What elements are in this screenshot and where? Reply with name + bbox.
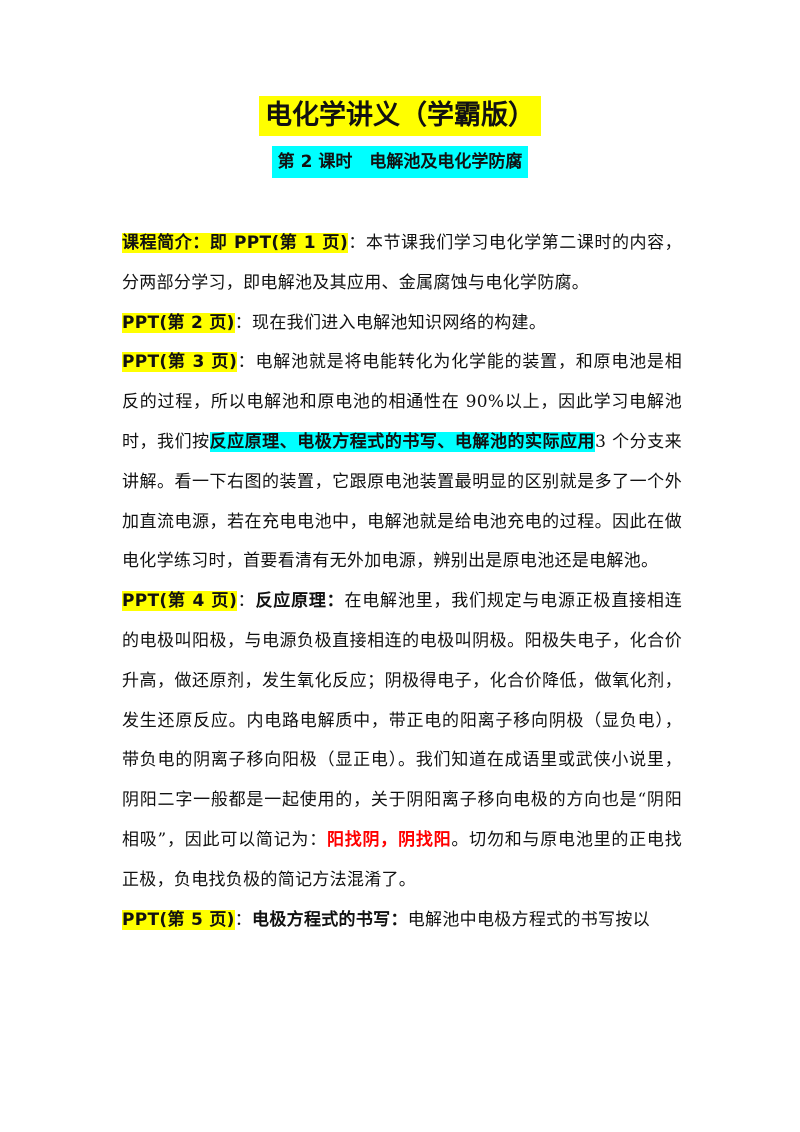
paragraph-intro: 课程简介：即 PPT(第 1 页)：本节课我们学习电化学第二课时的内容，分两部分…	[122, 224, 682, 304]
paragraph-ppt2: PPT(第 2 页)：现在我们进入电解池知识网络的构建。	[122, 304, 682, 344]
document-title: 电化学讲义（学霸版）	[0, 96, 800, 136]
paragraph-ppt3: PPT(第 3 页)：电解池就是将电能转化为化学能的装置，和原电池是相反的过程，…	[122, 343, 682, 582]
subtitle-text: 第 2 课时 电解池及电化学防腐	[271, 146, 529, 178]
label-separator: ：	[237, 591, 256, 612]
paragraph-label: PPT(第 5 页)	[122, 909, 235, 930]
bold-heading: 电极方程式的书写：	[252, 909, 408, 930]
paragraph-text: 本节课我们学习电化学第二课时的内容，分两部分学习，即电解池及其应用、金属腐蚀与电…	[122, 233, 682, 293]
paragraph-text-continued: 3 个分支来讲解。看一下右图的装置，它跟原电池装置最明显的区别就是多了一个外加直…	[122, 431, 682, 572]
label-separator: ：	[237, 352, 256, 373]
highlighted-phrase: 反应原理、电极方程式的书写、电解池的实际应用	[209, 431, 596, 452]
paragraph-label: PPT(第 4 页)	[122, 591, 238, 612]
document-body: 课程简介：即 PPT(第 1 页)：本节课我们学习电化学第二课时的内容，分两部分…	[122, 224, 682, 940]
paragraph-text: 在电解池里，我们规定与电源正极直接相连的电极叫阳极，与电源负极直接相连的电极叫阴…	[122, 591, 683, 850]
paragraph-ppt4: PPT(第 4 页)：反应原理：在电解池里，我们规定与电源正极直接相连的电极叫阳…	[122, 582, 682, 900]
paragraph-text: 电解池中电极方程式的书写按以	[407, 909, 650, 930]
title-text: 电化学讲义（学霸版）	[259, 96, 541, 136]
paragraph-label: PPT(第 2 页)	[122, 312, 235, 333]
paragraph-text-continued: 。切勿和与原电池里的正电找正极，负电找负极的简记方法混淆了。	[122, 829, 682, 890]
label-separator: ：	[234, 909, 253, 930]
paragraph-label: PPT(第 3 页)	[122, 352, 238, 373]
red-mnemonic: 阳找阴，阴找阳	[326, 829, 452, 850]
paragraph-text: 现在我们进入电解池知识网络的构建。	[252, 312, 547, 333]
bold-heading: 反应原理：	[255, 591, 345, 612]
label-separator: ：	[234, 312, 253, 333]
document-subtitle: 第 2 课时 电解池及电化学防腐	[0, 146, 800, 178]
paragraph-ppt5: PPT(第 5 页)：电极方程式的书写：电解池中电极方程式的书写按以	[122, 901, 682, 941]
paragraph-label: 课程简介：即 PPT(第 1 页)	[122, 233, 349, 253]
label-separator: ：	[348, 233, 366, 253]
paragraph-text: 电解池就是将电能转化为化学能的装置，和原电池是相反的过程，所以电解池和原电池的相…	[122, 352, 682, 452]
